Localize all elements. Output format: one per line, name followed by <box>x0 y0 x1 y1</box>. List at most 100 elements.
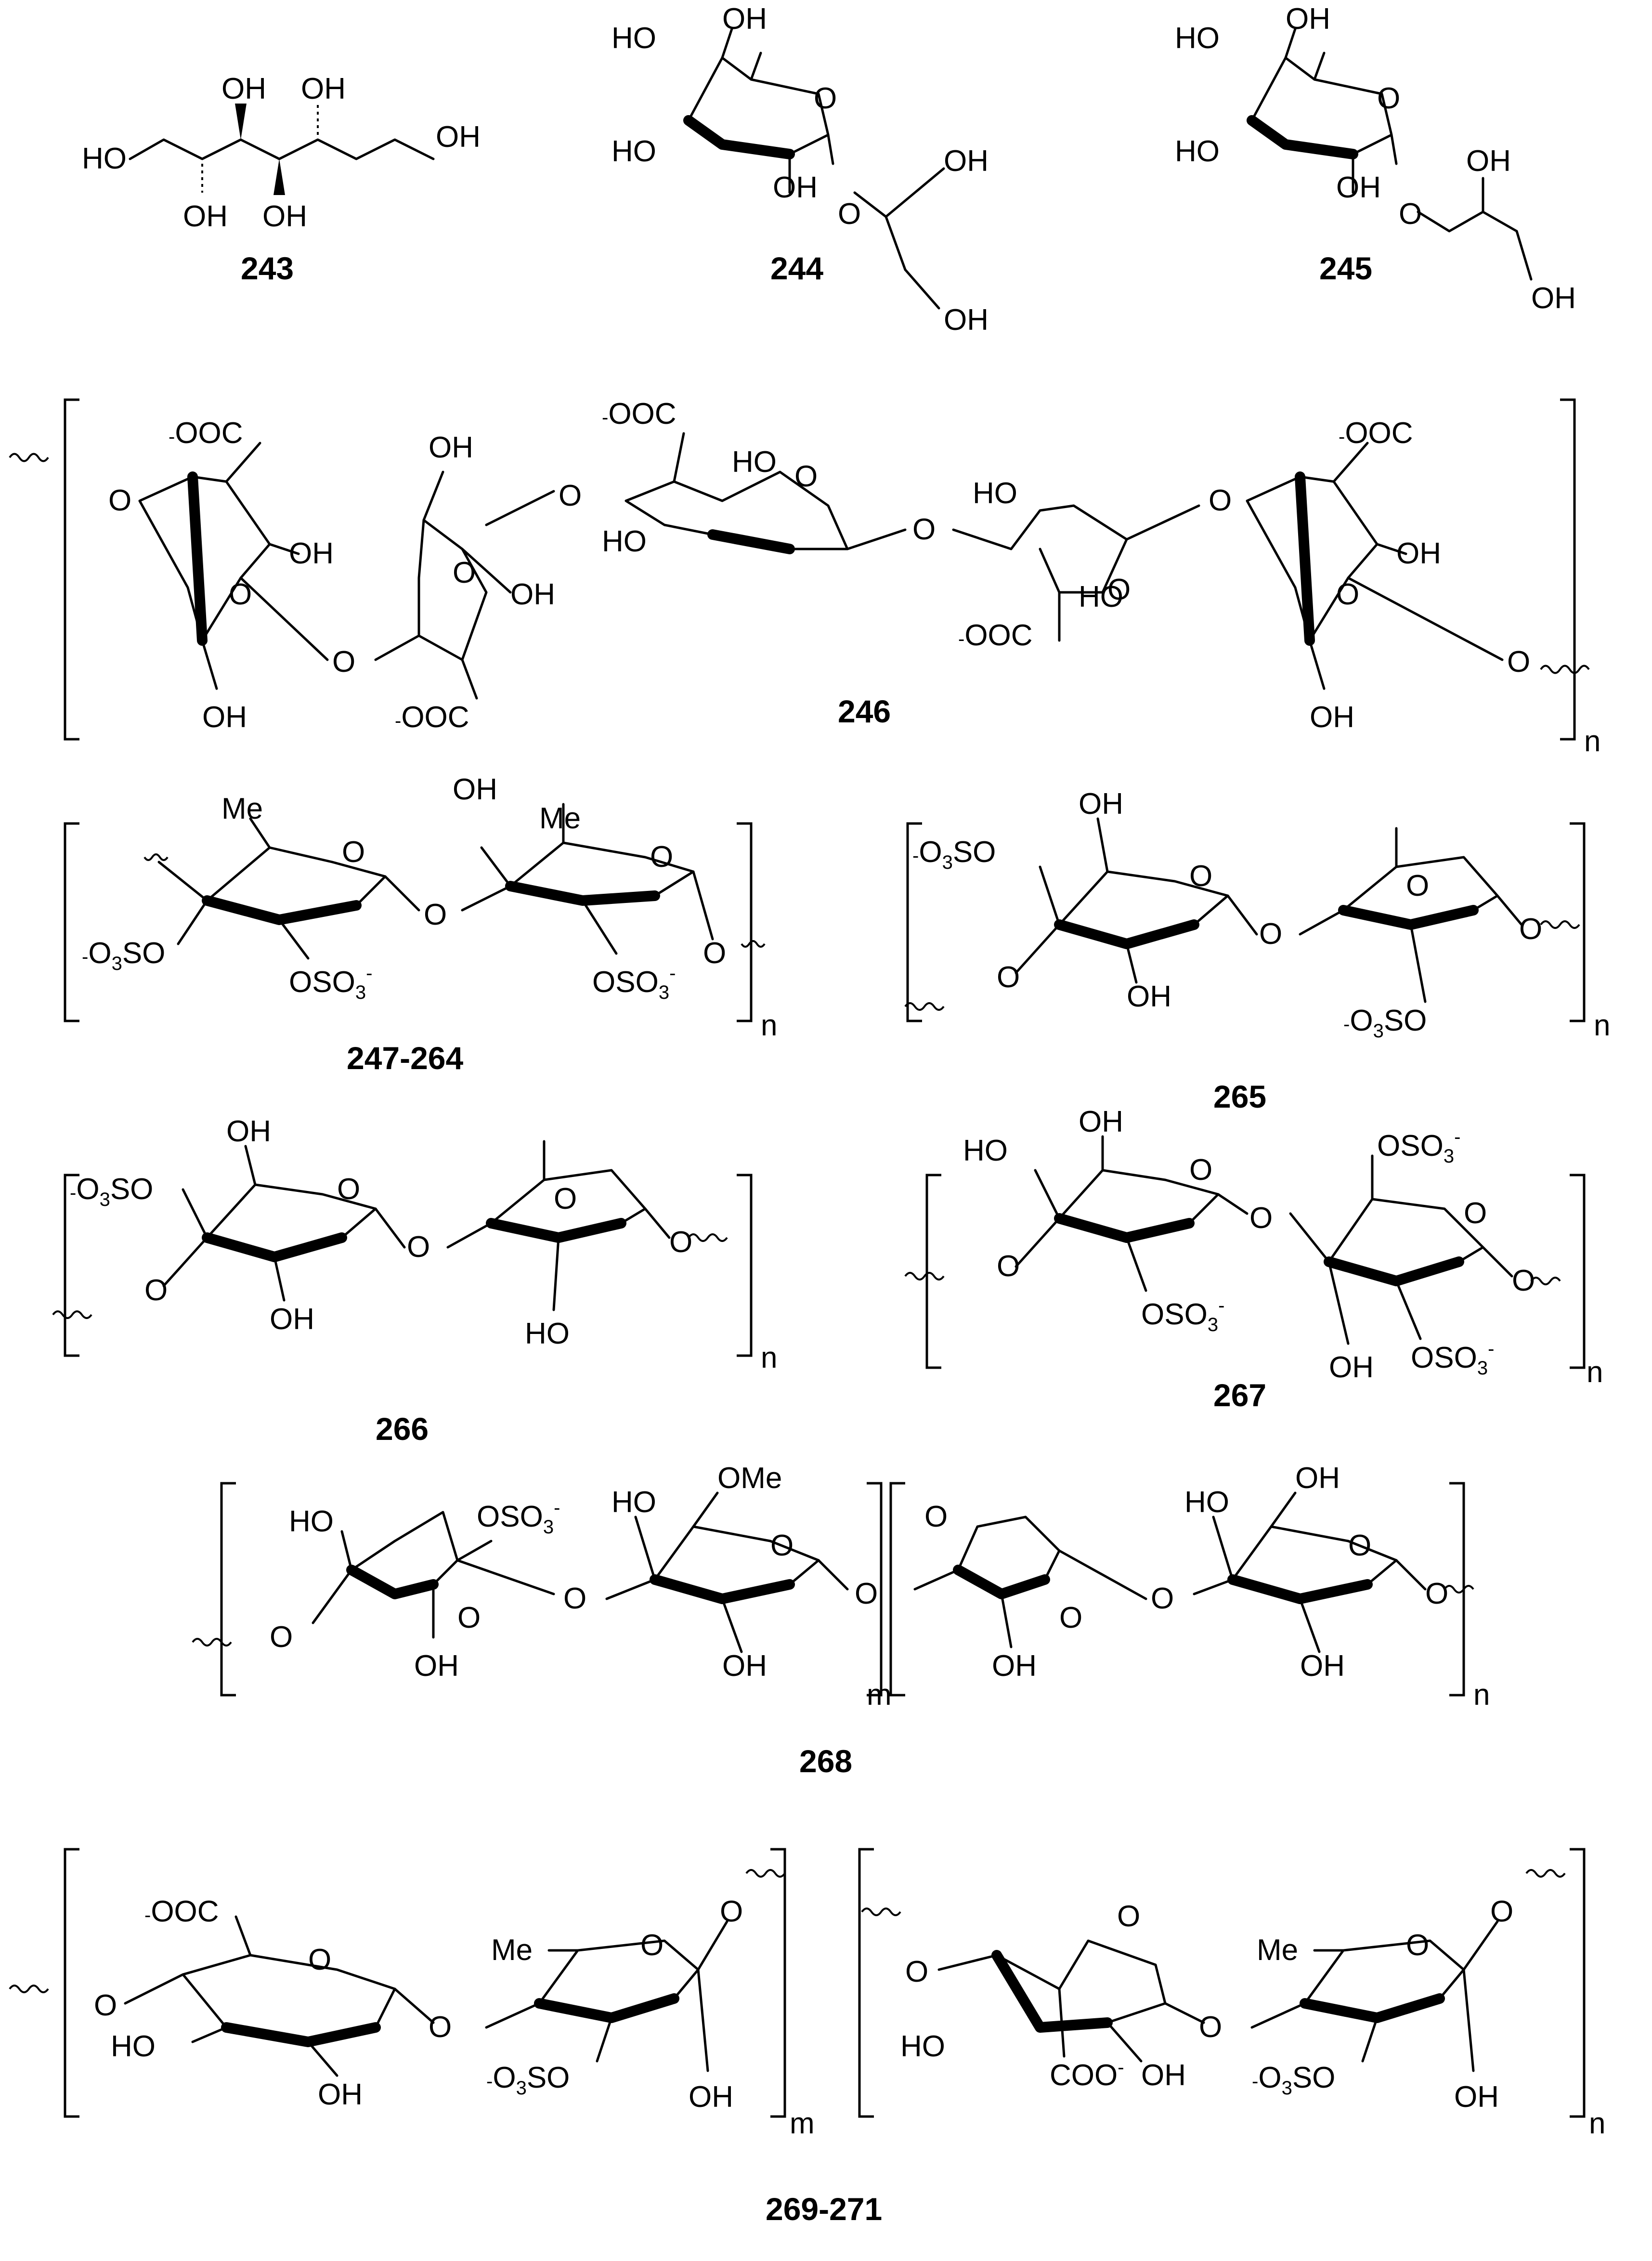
atom-label: OH <box>1286 2 1330 36</box>
carboxylate-label: COO- <box>1050 2057 1124 2092</box>
atom-label: OH <box>318 2078 363 2111</box>
glycosidic-oxygen: O <box>1399 197 1422 231</box>
glycosidic-oxygen: O <box>332 645 355 679</box>
ring-oxygen: O <box>1406 869 1429 902</box>
carboxylate-label: -OOC <box>395 701 469 734</box>
atom-label: OH <box>183 200 228 233</box>
ring-oxygen: O <box>1107 573 1131 606</box>
atom-label: HO <box>611 22 656 55</box>
sulfate-label: OSO3- <box>592 963 676 1003</box>
glycosidic-oxygen: O <box>108 484 131 517</box>
glycosidic-oxygen: O <box>912 513 936 546</box>
glycosidic-oxygen: O <box>669 1226 692 1259</box>
compound-label-243: 243 <box>241 250 294 286</box>
sulfate-label: OSO3- <box>1141 1295 1224 1335</box>
ring-oxygen: O <box>1117 1900 1140 1933</box>
glycosidic-oxygen: O <box>94 1989 117 2022</box>
atom-label: OH <box>1079 787 1123 821</box>
atom-label: OH <box>1127 980 1171 1013</box>
sulfate-label: -O3SO <box>70 1173 153 1210</box>
ring-oxygen: O <box>308 1943 331 1976</box>
atom-label: HO <box>1175 135 1220 168</box>
atom-label: HO <box>1184 1486 1229 1519</box>
glycosidic-oxygen: O <box>1507 645 1530 679</box>
glycosidic-oxygen: O <box>1425 1577 1448 1610</box>
atom-label: HO <box>900 2030 945 2063</box>
ring-oxygen: O <box>1336 578 1359 611</box>
ring-oxygen: O <box>337 1173 360 1206</box>
atom-label: HO <box>611 135 656 168</box>
compound-label-247-264: 247-264 <box>347 1040 464 1076</box>
carboxylate-label: -OOC <box>958 619 1033 652</box>
glycosidic-oxygen: O <box>1151 1582 1174 1615</box>
glycosidic-oxygen: O <box>407 1230 430 1264</box>
glycosidic-oxygen: O <box>1199 2011 1222 2044</box>
atom-label: OH <box>1531 282 1576 315</box>
ring-oxygen: O <box>1348 1529 1371 1562</box>
structure-243: HO OH OH OH OH OH 243 <box>82 72 481 286</box>
ring-oxygen: O <box>1464 1197 1487 1230</box>
atom-label: OH <box>289 537 334 570</box>
repeat-index-m: m <box>867 1678 892 1712</box>
glycosidic-oxygen: O <box>703 937 726 970</box>
ring-oxygen: O <box>1406 1929 1429 1962</box>
ring-oxygen: O <box>1059 1601 1082 1634</box>
atom-label: HO <box>611 1486 656 1519</box>
ring-oxygen: O <box>640 1929 663 1962</box>
glycosidic-oxygen: O <box>855 1577 878 1610</box>
glycosidic-oxygen: O <box>1512 1264 1535 1297</box>
structure-245: HO OH O HO OH O OH OH 245 <box>1175 2 1576 315</box>
sulfate-label: -O3SO <box>1252 2061 1335 2099</box>
glycosidic-oxygen: O <box>838 197 861 231</box>
compound-label-244: 244 <box>770 250 823 286</box>
sulfate-label: OSO3- <box>1377 1126 1460 1167</box>
structure-247-264: Me O -O3SO OSO3- O OH Me O OSO3- O n 247… <box>64 773 777 1076</box>
ring-oxygen: O <box>814 82 837 115</box>
ring-oxygen: O <box>1377 82 1400 115</box>
ring-oxygen: O <box>650 840 673 874</box>
ring-oxygen: O <box>1189 860 1212 893</box>
glycosidic-oxygen: O <box>1209 484 1232 517</box>
compound-label-267: 267 <box>1213 1377 1266 1413</box>
atom-label: HO <box>525 1317 570 1350</box>
sulfate-label: -O3SO <box>912 836 996 873</box>
atom-label: OH <box>510 578 555 611</box>
repeat-index-n: n <box>761 1341 777 1374</box>
atom-label: OH <box>1454 2080 1499 2114</box>
carboxylate-label: -OOC <box>602 397 676 431</box>
ring-oxygen: O <box>342 836 365 869</box>
structure-246: O -OOC OH O OH O OH O OH -OOC O -OOC HO … <box>9 397 1600 758</box>
atom-label: OH <box>414 1649 459 1683</box>
repeat-index-n: n <box>761 1009 777 1042</box>
atom-label: OH <box>1466 144 1511 178</box>
atom-label: OH <box>689 2080 733 2114</box>
ring-oxygen: O <box>924 1500 948 1533</box>
sulfate-label: OSO3- <box>1411 1338 1494 1379</box>
atom-label: HO <box>602 525 647 558</box>
glycosidic-oxygen: O <box>1249 1202 1273 1235</box>
compound-label-245: 245 <box>1319 250 1372 286</box>
glycosidic-oxygen: O <box>1259 917 1282 951</box>
methyl-label: Me <box>1257 1934 1298 1967</box>
atom-label: OH <box>1336 171 1381 204</box>
atom-label: HO <box>82 142 127 175</box>
carboxylate-label: -OOC <box>169 417 243 450</box>
compound-label-269-271: 269-271 <box>766 2191 882 2227</box>
ring-oxygen: O <box>554 1182 577 1215</box>
glycosidic-oxygen: O <box>563 1582 586 1615</box>
compound-label-246: 246 <box>838 693 891 729</box>
structure-268: O HO OSO3- O OH O HO OMe O OH O m O O OH… <box>192 1462 1490 1779</box>
atom-label: OH <box>944 144 989 178</box>
carboxylate-label: -OOC <box>1339 417 1413 450</box>
structure-269-271: O -OOC O HO OH O Me O -O3SO OH O m O O H… <box>9 1848 1605 2227</box>
atom-label: OH <box>453 773 497 806</box>
atom-label: HO <box>111 2030 156 2063</box>
atom-label: OH <box>992 1649 1037 1683</box>
repeat-index-n: n <box>1584 725 1600 758</box>
methyl-label: Me <box>539 802 581 835</box>
ring-oxygen: O <box>794 460 818 493</box>
atom-label: OH <box>262 200 307 233</box>
atom-label: HO <box>732 445 777 479</box>
atom-label: HO <box>289 1505 334 1538</box>
